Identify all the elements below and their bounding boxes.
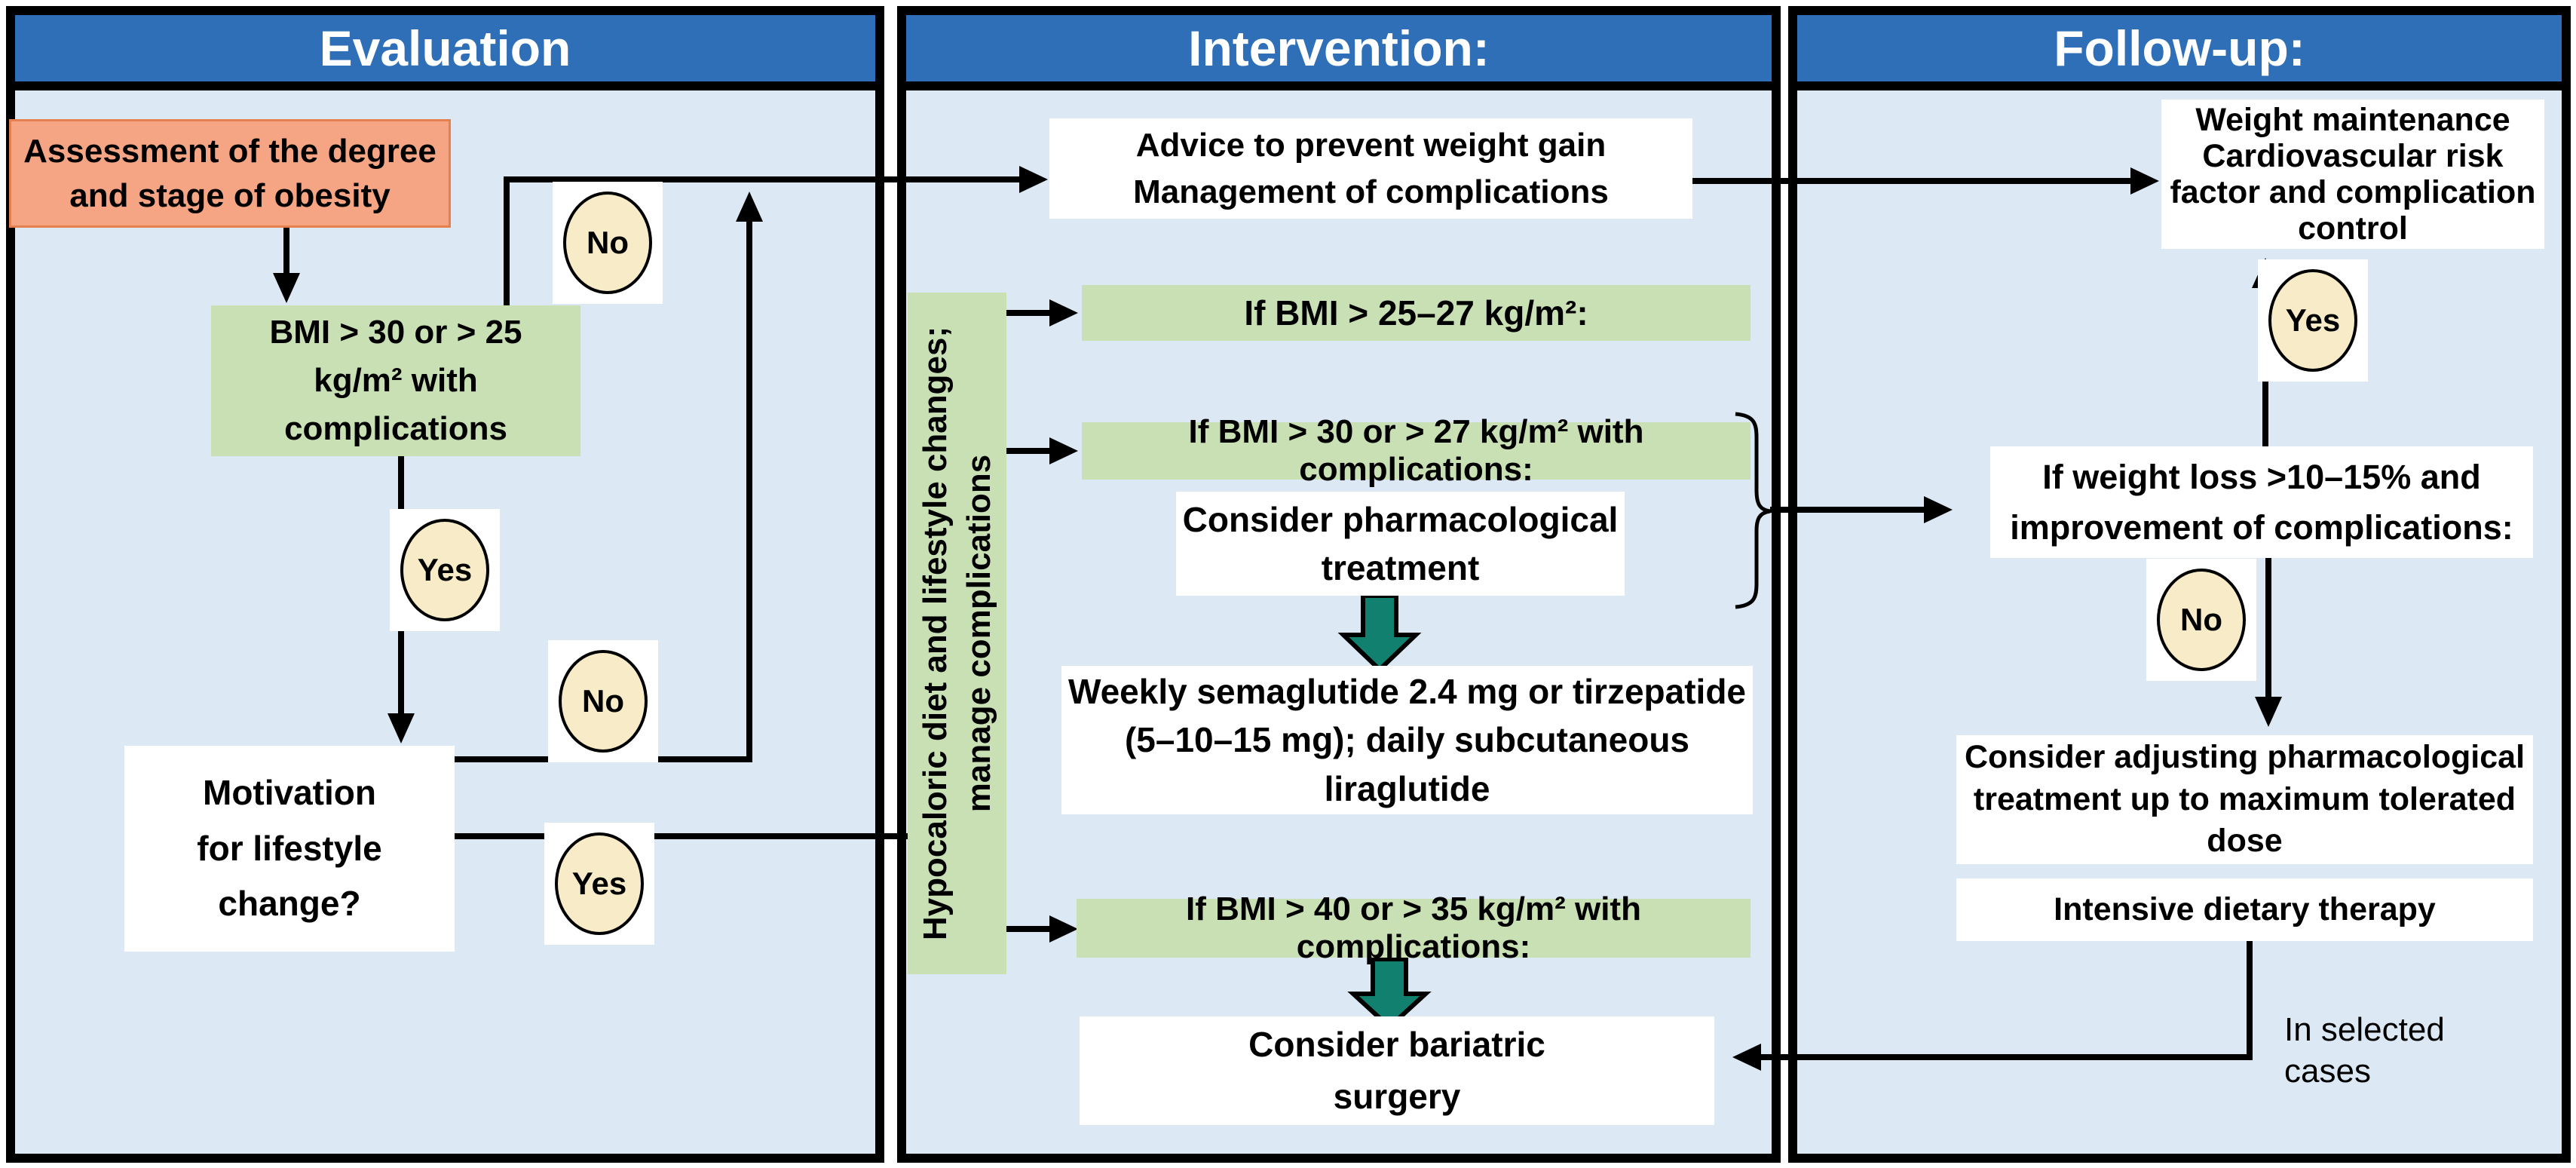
bmi-40-35-box: If BMI > 40 or > 35 kg/m² with complicat… [1077, 891, 1751, 965]
arrowhead-right-advice [1019, 166, 1048, 193]
no-circle-bmi: No [553, 182, 663, 304]
advice-box: Advice to prevent weight gain Management… [1049, 118, 1692, 219]
arrowhead-left-bariatric [1732, 1044, 1761, 1071]
in-selected-cases-label: In selected cases [2284, 1011, 2445, 1090]
down-block-arrow-pharm [1337, 593, 1422, 673]
arrow-selected-to-bariatric [1758, 941, 2253, 1060]
yes-circle-motivation: Yes [544, 823, 654, 945]
dietary-therapy-box: Intensive dietary therapy [1956, 878, 2533, 941]
arrowhead-right-bmi2527 [1049, 299, 1078, 326]
assessment-box: Assessment of the degree and stage of ob… [9, 119, 451, 228]
yes-circle-bmi: Yes [390, 509, 500, 631]
glp1-drugs-box: Weekly semaglutide 2.4 mg or tirzepatide… [1061, 666, 1753, 814]
arrowhead-right-maintenance [2130, 167, 2159, 195]
adjust-treatment-box: Consider adjusting pharmacological treat… [1956, 735, 2533, 864]
intervention-header: Intervention: [906, 15, 1772, 90]
lifestyle-sidebar: Hypocaloric diet and lifestyle changes; … [908, 293, 1006, 974]
arrowhead-right-bmi3027 [1049, 437, 1078, 464]
intervention-title: Intervention: [1188, 20, 1490, 76]
followup-header: Follow-up: [1797, 15, 2562, 90]
evaluation-header: Evaluation [15, 15, 875, 90]
weight-maintenance-box: Weight maintenance Cardiovascular risk f… [2161, 100, 2544, 249]
weight-loss-box: If weight loss >10–15% and improvement o… [1990, 446, 2533, 558]
bmi-30-27-box: If BMI > 30 or > 27 kg/m² with complicat… [1082, 413, 1751, 488]
arrowhead-down-bmi [273, 273, 300, 303]
evaluation-title: Evaluation [319, 20, 571, 76]
arrowhead-down-motivation [387, 713, 415, 743]
lifestyle-sidebar-text: Hypocaloric diet and lifestyle changes; … [917, 326, 997, 941]
no-circle-weightloss: No [2146, 559, 2256, 681]
arrowhead-down-adjust [2255, 697, 2282, 727]
arrow-bmi-no-to-advice [504, 176, 1022, 305]
arrowhead-right-weightloss [1924, 496, 1953, 523]
motivation-box: Motivation for lifestyle change? [124, 746, 455, 952]
arrowhead-right-bmi4035 [1049, 915, 1078, 943]
curly-bracket [1735, 412, 1771, 609]
down-block-arrow-surgery [1347, 957, 1432, 1031]
pharmacological-box: Consider pharmacological treatment [1176, 492, 1625, 596]
followup-title: Follow-up: [2054, 20, 2305, 76]
bmi-threshold-box: BMI > 30 or > 25 kg/m² with complication… [211, 305, 580, 456]
bariatric-surgery-box: Consider bariatric surgery [1080, 1016, 1714, 1125]
bmi-25-27-box: If BMI > 25–27 kg/m²: [1082, 285, 1751, 341]
arrowhead-up-no-merge [736, 192, 763, 222]
yes-circle-weightloss: Yes [2258, 259, 2368, 382]
no-circle-motivation: No [548, 640, 658, 762]
